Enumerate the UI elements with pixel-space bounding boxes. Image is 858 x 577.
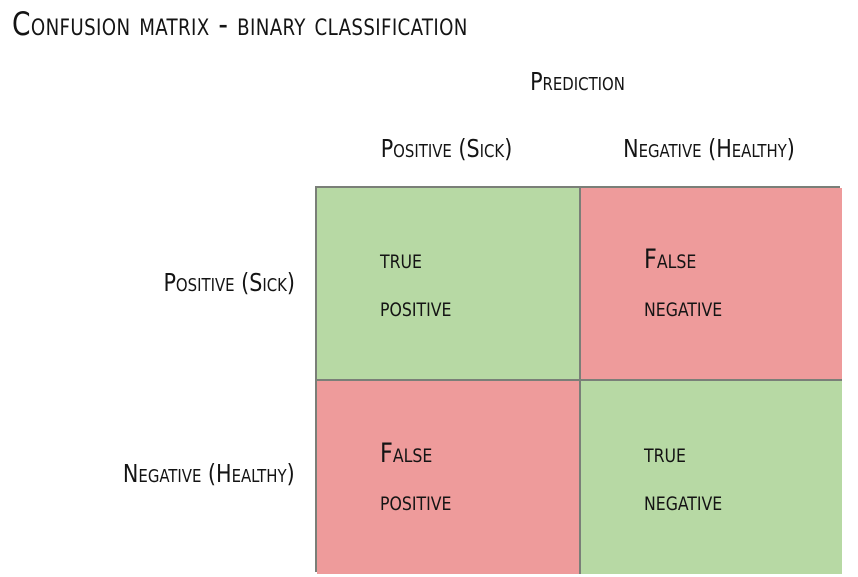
cell-false-positive-line2: positive: [380, 485, 452, 517]
prediction-axis-label: Prediction: [530, 67, 625, 96]
cell-true-positive-line1: true: [380, 243, 422, 275]
cell-false-negative: False negative: [580, 188, 842, 380]
cell-false-positive-line1: False: [380, 437, 433, 469]
cell-false-negative-line1: False: [644, 243, 697, 275]
cell-true-positive-line2: positive: [380, 291, 452, 323]
cell-true-negative: true negative: [580, 380, 842, 574]
row-header-negative: Negative (Healthy): [123, 459, 295, 488]
cell-true-negative-line1: true: [644, 437, 686, 469]
page-title: Confusion matrix - binary classification: [12, 5, 468, 43]
confusion-matrix: true positive False negative False posit…: [315, 186, 842, 574]
column-header-negative: Negative (Healthy): [623, 134, 795, 163]
cell-true-negative-line2: negative: [644, 485, 723, 517]
cell-false-negative-line2: negative: [644, 291, 723, 323]
cell-false-positive: False positive: [317, 380, 580, 574]
cell-true-positive: true positive: [317, 188, 580, 380]
column-header-positive: Positive (Sick): [380, 134, 513, 163]
row-header-positive: Positive (Sick): [163, 268, 295, 297]
